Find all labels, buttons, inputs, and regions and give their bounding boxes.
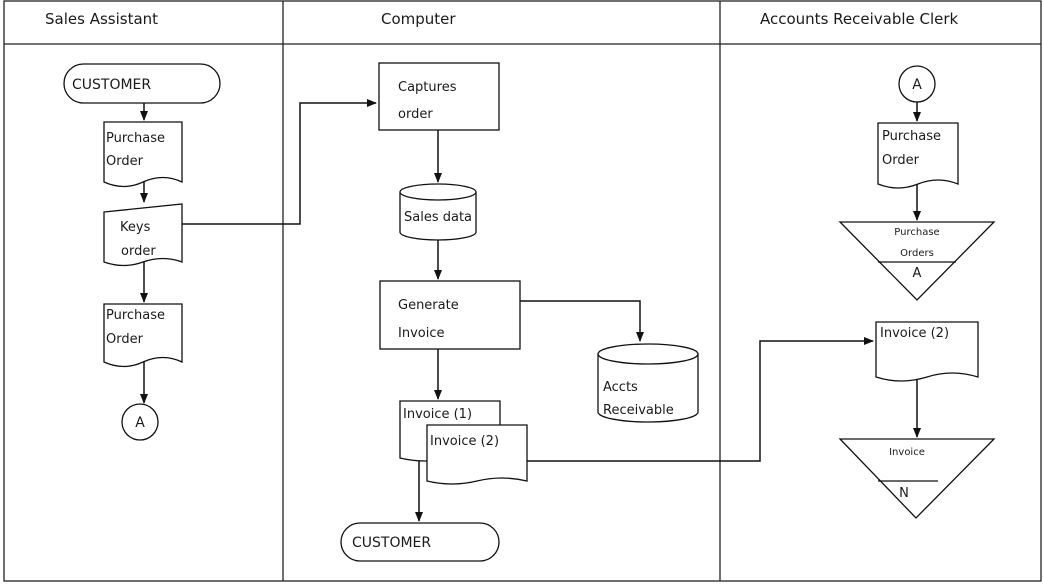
ar-connector-a-label: A <box>912 77 922 93</box>
captures-order-line2: order <box>398 107 433 122</box>
ar-purchase-order-line2: Order <box>882 153 920 168</box>
customer-2-label: CUSTOMER <box>352 535 431 551</box>
lane-header-computer: Computer <box>381 10 456 28</box>
generate-invoice-line2: Invoice <box>398 326 444 341</box>
purchase-order-2-line1: Purchase <box>106 308 165 323</box>
keys-order-line2: order <box>121 244 156 259</box>
sales-data-label: Sales data <box>404 210 472 225</box>
generate-invoice-line1: Generate <box>398 298 459 313</box>
customer-terminator: CUSTOMER <box>63 63 221 104</box>
accts-receivable-line1: Accts <box>603 380 638 395</box>
ar-purchase-order-line1: Purchase <box>882 129 941 144</box>
purchase-order-document-2: Purchase Order <box>103 303 183 368</box>
flow-connectors <box>140 99 921 522</box>
purchase-order-line1: Purchase <box>106 131 165 146</box>
purchase-orders-file-key: A <box>913 266 922 281</box>
invoice-1-label: Invoice (1) <box>403 407 472 422</box>
customer-label: CUSTOMER <box>72 77 151 93</box>
sales-data-storage: Sales data <box>399 183 477 241</box>
lane-header-ar-clerk: Accounts Receivable Clerk <box>760 10 959 28</box>
generate-invoice-process: Generate Invoice <box>379 280 521 350</box>
arrow-generate-to-accts <box>520 300 644 342</box>
captures-order-line1: Captures <box>398 80 457 95</box>
customer-terminator-2: CUSTOMER <box>340 522 500 562</box>
purchase-orders-file-line2: Orders <box>900 248 934 259</box>
invoice-file: Invoice N <box>838 438 996 519</box>
keys-order-manual-input: Keys order <box>103 203 183 267</box>
invoice-2-label: Invoice (2) <box>430 434 499 449</box>
connector-a-label: A <box>135 415 145 431</box>
accts-receivable-line2: Receivable <box>603 403 674 418</box>
on-page-connector-a: A <box>898 65 936 103</box>
purchase-order-document: Purchase Order <box>103 121 183 188</box>
ar-invoice-2-label: Invoice (2) <box>880 326 949 341</box>
keys-order-line1: Keys <box>120 220 151 235</box>
invoice-2-document: Invoice (2) <box>426 424 528 485</box>
purchase-orders-file: Purchase Orders A <box>838 221 996 301</box>
purchase-order-2-line2: Order <box>106 332 144 347</box>
invoice-file-key: N <box>899 486 909 501</box>
purchase-orders-file-line1: Purchase <box>894 227 939 238</box>
off-page-connector-a: A <box>121 403 159 441</box>
lane-header-sales-assistant: Sales Assistant <box>45 10 158 28</box>
ar-purchase-order-document: Purchase Order <box>877 122 959 189</box>
ar-invoice-2-document: Invoice (2) <box>875 321 979 382</box>
arrow-invoice2-to-ar <box>527 337 874 462</box>
purchase-order-line2: Order <box>106 154 144 169</box>
accts-receivable-storage: Accts Receivable <box>597 343 699 423</box>
arrow-keys-to-captures <box>182 99 377 225</box>
captures-order-process: Captures order <box>378 62 500 131</box>
swimlane-frame <box>3 0 1042 582</box>
invoice-file-label: Invoice <box>889 447 925 458</box>
